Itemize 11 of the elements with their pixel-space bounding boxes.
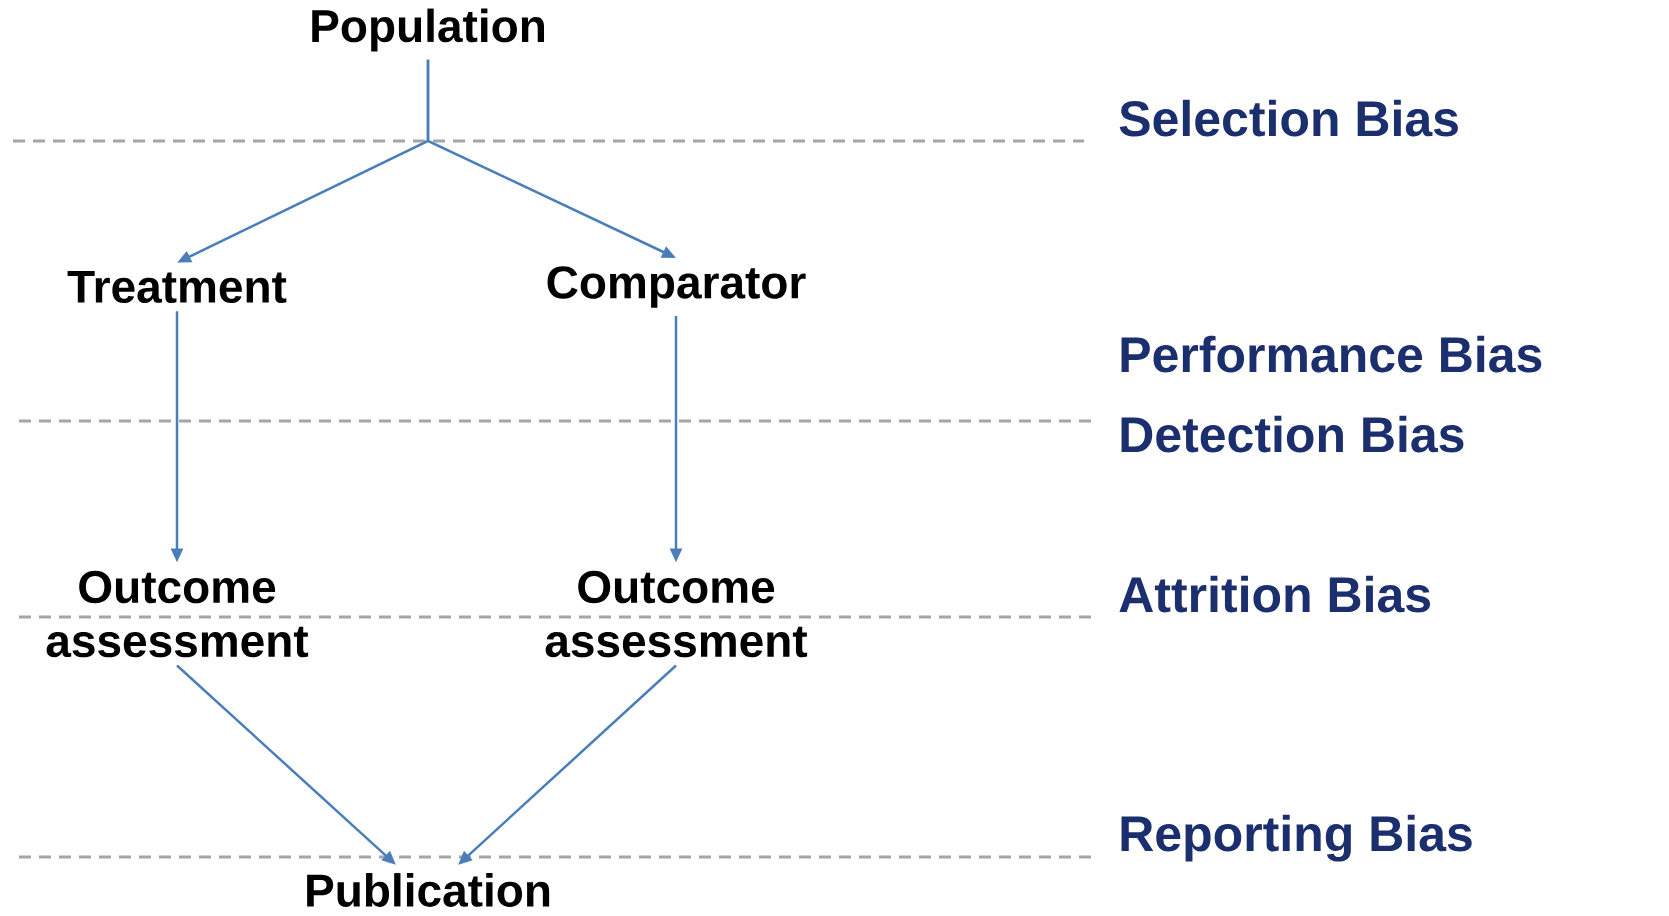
- node-label: Treatment: [67, 270, 287, 304]
- node-label: Population: [312, 8, 544, 52]
- bias-label: Detection Bias: [1121, 415, 1464, 453]
- bias-label: Reporting Bias: [1121, 814, 1472, 862]
- node-label: Publication: [307, 873, 550, 907]
- node-label: Comparator: [547, 266, 806, 308]
- node-label: Outcome assessment: [545, 570, 808, 658]
- bias-label: Performance Bias: [1121, 335, 1542, 373]
- bias-label: Selection Bias: [1119, 99, 1458, 137]
- node-label: Outcome assessment: [46, 570, 309, 658]
- bias-label: Attrition Bias: [1119, 575, 1430, 613]
